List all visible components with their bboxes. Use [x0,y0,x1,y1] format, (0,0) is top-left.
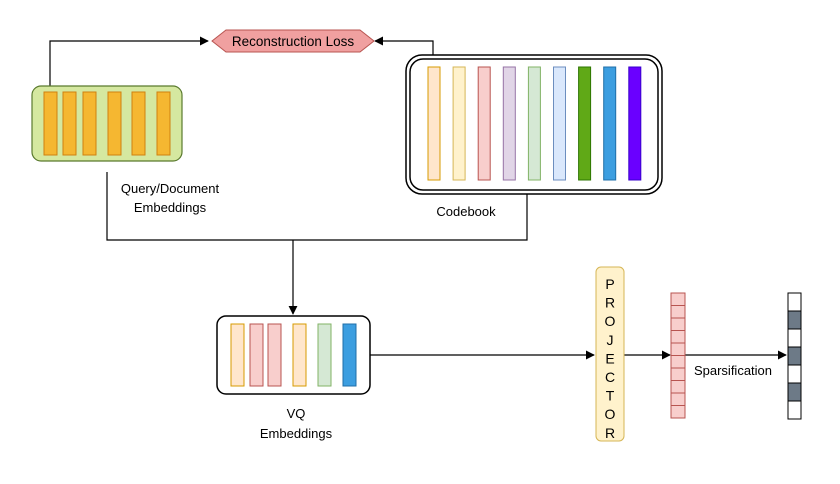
vq-bar-3 [267,323,282,387]
sparse-cell-1 [787,292,802,312]
dense-cell-6 [670,355,686,369]
codebook-bar-6 [553,66,566,181]
query-bar-2 [62,91,77,156]
query-bar-5 [131,91,146,156]
projector-letter-4: J [607,332,614,348]
projector-letter-6: C [605,369,615,385]
projector-letter-3: O [605,313,616,329]
dense-cell-1 [670,292,686,306]
dense-cell-4 [670,330,686,344]
projector-letter-5: E [605,350,614,366]
query-to-merge-line [106,172,293,241]
projector-letter-7: T [606,388,615,404]
query-bar-3 [82,91,97,156]
codebook-bar-7 [578,66,592,181]
sparse-cell-4 [787,346,802,366]
reconstruction-loss-node: Reconstruction Loss [211,29,375,53]
sparse-cell-6 [787,382,802,402]
vq-bar-5 [317,323,332,387]
vq-bar-6 [342,323,357,387]
dense-cell-9 [670,392,686,406]
projector-letter-2: R [605,295,615,311]
query-label-line1: Query/Document [121,181,220,196]
vq-embeddings-node: VQ Embeddings [216,315,371,441]
sparsification-label: Sparsification [694,363,772,378]
projector-letter-9: R [605,425,615,441]
query-to-loss-arrow [49,36,209,96]
sparse-cell-7 [787,400,802,420]
loss-label: Reconstruction Loss [232,34,355,49]
vq-embedding-bars [230,323,357,387]
vq-bar-1 [230,323,245,387]
codebook-bar-5 [527,66,541,181]
query-bar-4 [107,91,122,156]
dense-cell-2 [670,305,686,319]
projector-box [595,266,625,442]
codebook-bar-8 [603,66,617,181]
dense-cell-5 [670,342,686,356]
query-embeddings-node: Query/Document Embeddings [31,85,220,215]
sparse-cell-5 [787,364,802,384]
codebook-bar-2 [452,66,466,181]
projector-letter-1: P [605,276,614,292]
vq-bar-4 [292,323,307,387]
dense-cell-8 [670,380,686,394]
dense-cell-7 [670,367,686,381]
codebook-label: Codebook [436,204,496,219]
codebook-node: Codebook [405,54,663,219]
codebook-bar-9 [628,66,642,181]
vq-bar-2 [249,323,264,387]
codebook-bar-3 [477,66,491,181]
codebook-bar-1 [427,66,441,181]
dense-cell-10 [670,405,686,419]
sparse-cell-3 [787,328,802,348]
vq-label-line1: VQ [287,406,306,421]
codebook-inner-border [409,58,659,191]
loss-hexagon-shape [211,29,375,53]
query-label-line2: Embeddings [134,200,207,215]
query-bar-6 [156,91,171,156]
vq-label-line2: Embeddings [260,426,333,441]
query-embedding-bars [43,91,171,156]
dense-cell-3 [670,317,686,331]
sparse-vector [787,292,802,420]
codebook-bar-4 [502,66,516,181]
dense-vector [670,292,686,419]
query-bar-1 [43,91,58,156]
sparse-cell-2 [787,310,802,330]
codebook-to-merge-line [293,194,528,241]
projector-letter-8: O [605,406,616,422]
codebook-bars [427,66,642,181]
